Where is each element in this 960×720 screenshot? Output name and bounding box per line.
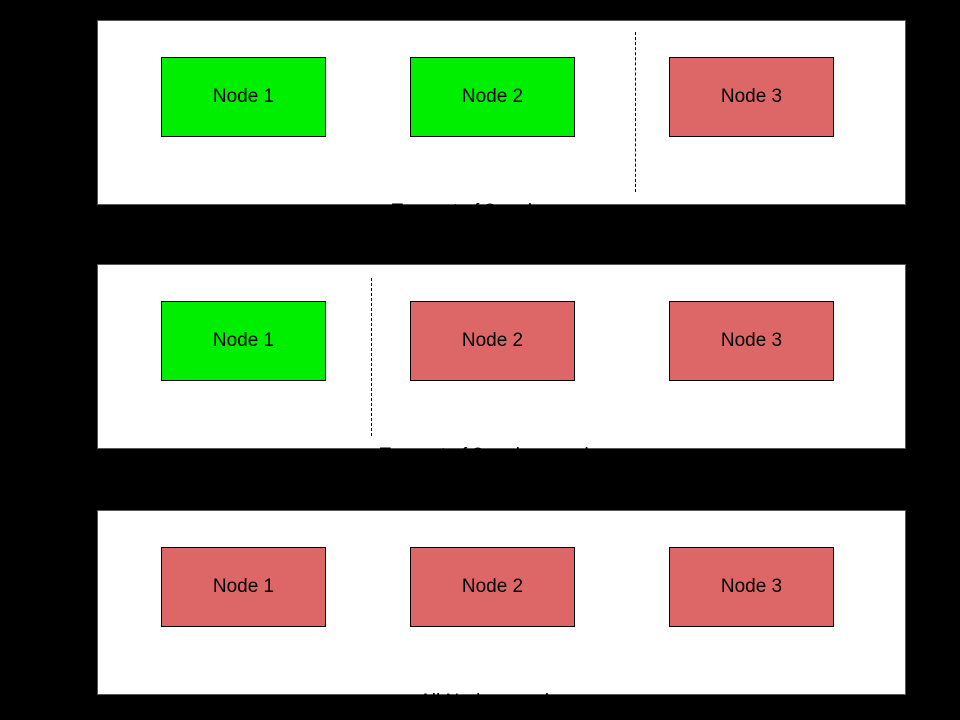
scenario-panel-2: Node 1 Node 2 Node 3 Two out of 3 nodes … bbox=[97, 264, 906, 535]
node-box-1: Node 1 bbox=[161, 57, 326, 137]
node-box-2: Node 2 bbox=[410, 301, 575, 381]
caption-line1: All Nodes are down bbox=[419, 691, 584, 712]
node-box-1: Node 1 bbox=[161, 301, 326, 381]
node-box-3: Node 3 bbox=[669, 57, 834, 137]
node-label: Node 3 bbox=[720, 576, 783, 597]
node-box-1: Node 1 bbox=[161, 547, 326, 627]
caption-line1: Two out of 3 nodes are down bbox=[379, 445, 624, 466]
node-label: Node 1 bbox=[212, 576, 275, 597]
node-label: Node 3 bbox=[720, 330, 783, 351]
node-box-3: Node 3 bbox=[669, 547, 834, 627]
node-label: Node 2 bbox=[461, 576, 524, 597]
node-box-2: Node 2 bbox=[410, 57, 575, 137]
panel-caption: All Nodes are down Majority Fails & Clus… bbox=[98, 644, 905, 720]
scenario-panel-1: Node 1 Node 2 Node 3 Two out of 3 nodes … bbox=[97, 20, 906, 291]
node-label: Node 2 bbox=[461, 330, 524, 351]
node-label: Node 2 bbox=[461, 86, 524, 107]
partition-dashed-line bbox=[635, 32, 636, 192]
node-box-3: Node 3 bbox=[669, 301, 834, 381]
scenario-panel-3: Node 1 Node 2 Node 3 All Nodes are down … bbox=[97, 510, 906, 712]
node-label: Node 1 bbox=[212, 330, 275, 351]
partition-dashed-line bbox=[371, 278, 372, 436]
node-label: Node 3 bbox=[720, 86, 783, 107]
node-box-2: Node 2 bbox=[410, 547, 575, 627]
caption-line1: Two out of 3 nodes are up bbox=[391, 201, 612, 222]
node-label: Node 1 bbox=[212, 86, 275, 107]
